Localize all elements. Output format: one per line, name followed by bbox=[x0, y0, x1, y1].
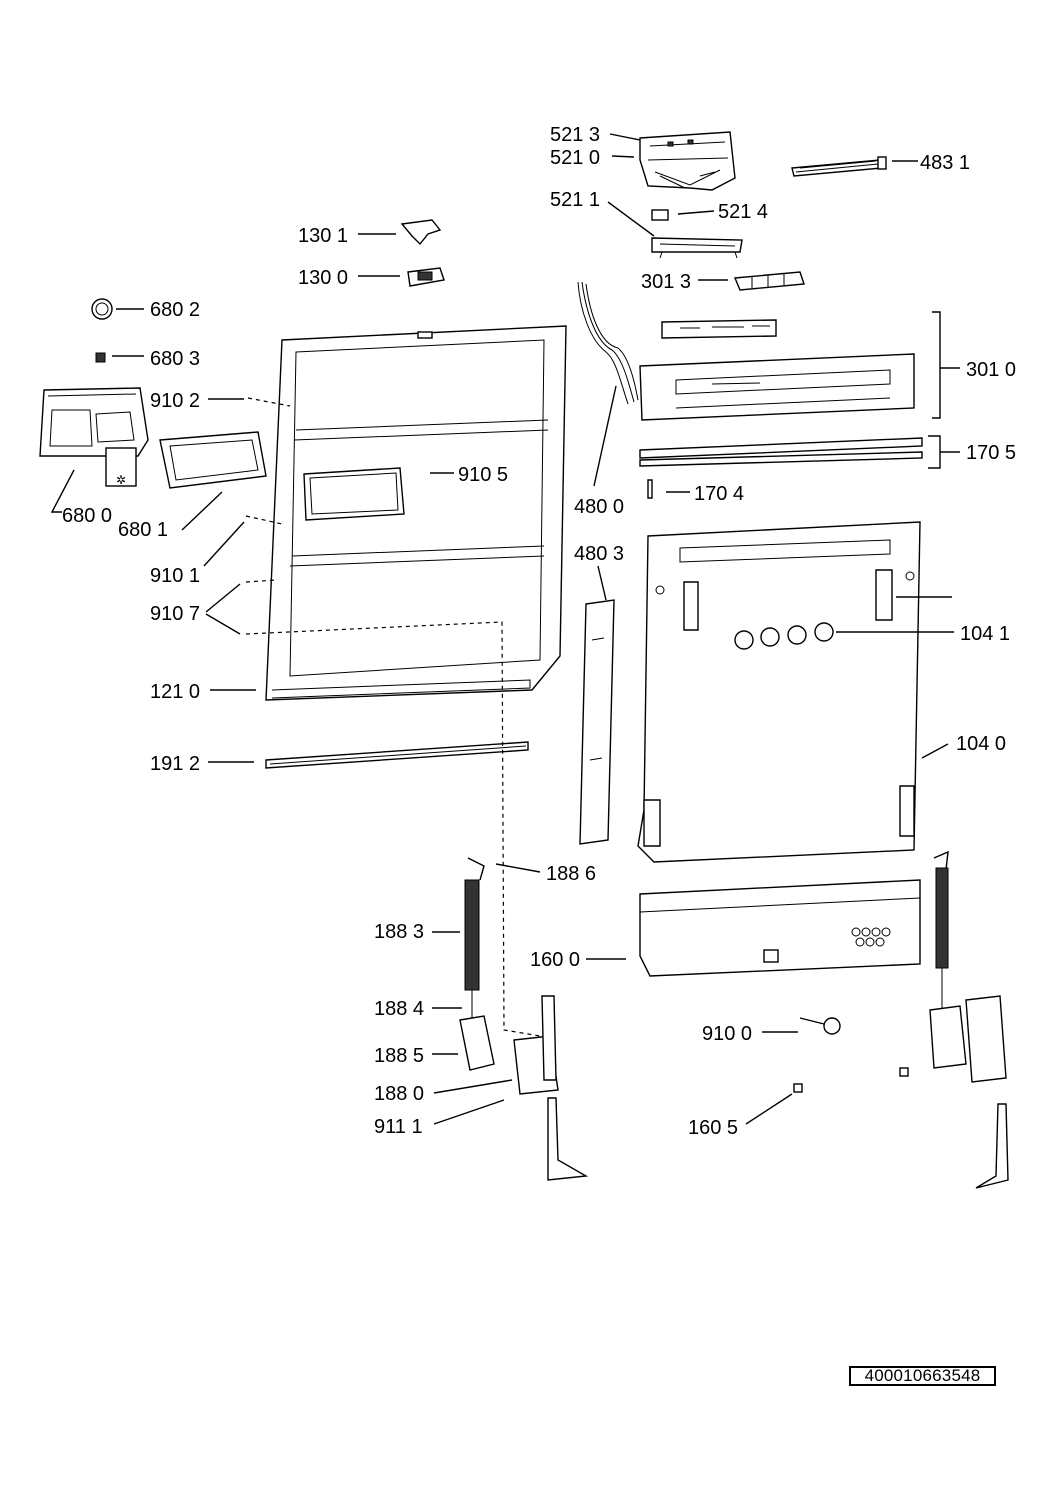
left-hinge-part bbox=[459, 995, 559, 1095]
button-set-part bbox=[733, 271, 805, 291]
right-foot-bracket-part bbox=[975, 1103, 1009, 1189]
label-121-0: 121 0 bbox=[150, 681, 200, 703]
trim-strip-part bbox=[639, 437, 923, 467]
label-191-2: 191 2 bbox=[150, 753, 200, 775]
screw-910-2-reference bbox=[247, 397, 291, 407]
label-160-5: 160 5 bbox=[688, 1117, 738, 1139]
dispenser-part: ✲ bbox=[39, 387, 149, 487]
small-clip-part bbox=[95, 352, 106, 363]
right-hinge-part bbox=[929, 995, 1007, 1083]
control-panel-part bbox=[639, 353, 915, 421]
wire-harness-part bbox=[791, 156, 887, 177]
label-104-1: 104 1 bbox=[960, 623, 1010, 645]
label-680-2: 680 2 bbox=[150, 299, 200, 321]
label-104-0: 104 0 bbox=[956, 733, 1006, 755]
knob-set-part bbox=[734, 622, 834, 650]
side-bracket-part bbox=[579, 599, 615, 845]
label-130-0: 130 0 bbox=[298, 267, 348, 289]
label-910-7: 910 7 bbox=[150, 603, 200, 625]
svg-text:✲: ✲ bbox=[116, 473, 126, 487]
label-521-3: 521 3 bbox=[550, 124, 600, 146]
label-160-0: 160 0 bbox=[530, 949, 580, 971]
control-board-part bbox=[651, 237, 743, 259]
left-spring-part bbox=[464, 857, 485, 1030]
label-680-3: 680 3 bbox=[150, 348, 200, 370]
inner-door-panel-part bbox=[265, 325, 567, 701]
label-170-5: 170 5 bbox=[966, 442, 1016, 464]
wire-set-part bbox=[577, 281, 639, 405]
label-910-2: 910 2 bbox=[150, 390, 200, 412]
door-bottom-strip-part bbox=[265, 741, 529, 769]
label-480-3: 480 3 bbox=[574, 543, 624, 565]
key-part bbox=[799, 1017, 841, 1035]
label-910-5: 910 5 bbox=[458, 464, 508, 486]
bottom-cover-part bbox=[639, 879, 921, 977]
screw-910-7a-reference bbox=[245, 579, 277, 583]
label-911-1: 911 1 bbox=[374, 1116, 423, 1138]
label-680-0: 680 0 bbox=[62, 505, 112, 527]
small-nut-part bbox=[793, 1067, 909, 1093]
label-301-0: 301 0 bbox=[966, 359, 1016, 381]
label-521-4: 521 4 bbox=[718, 201, 768, 223]
label-188-6: 188 6 bbox=[546, 863, 596, 885]
label-130-1: 130 1 bbox=[298, 225, 348, 247]
part-number-labels: 521 3 521 0 483 1 521 1 521 4 130 1 130 … bbox=[62, 124, 1016, 1139]
connector-part bbox=[651, 209, 669, 221]
electronic-module-part bbox=[639, 131, 736, 191]
label-480-0: 480 0 bbox=[574, 496, 624, 518]
hinge-bracket-part bbox=[407, 267, 445, 287]
dispenser-gasket-part bbox=[159, 431, 267, 489]
label-521-0: 521 0 bbox=[550, 147, 600, 169]
label-188-0: 188 0 bbox=[374, 1083, 424, 1105]
outer-door-panel-part bbox=[637, 521, 921, 863]
label-170-4: 170 4 bbox=[694, 483, 744, 505]
label-188-4: 188 4 bbox=[374, 998, 424, 1020]
left-foot-bracket-part bbox=[547, 1097, 589, 1181]
control-panel-insert-part bbox=[661, 319, 777, 339]
label-910-0: 910 0 bbox=[702, 1023, 752, 1045]
leader-lines bbox=[50, 133, 960, 1125]
label-910-1: 910 1 bbox=[150, 565, 200, 587]
label-483-1: 483 1 bbox=[920, 152, 970, 174]
hinge-bracket-small-part bbox=[400, 219, 442, 246]
screw-part bbox=[647, 479, 653, 499]
document-number-box: 400010663548 bbox=[849, 1366, 996, 1386]
right-spring-part bbox=[933, 850, 949, 1010]
screw-910-7b-reference bbox=[245, 621, 541, 1037]
label-521-1: 521 1 bbox=[550, 189, 600, 211]
label-301-3: 301 3 bbox=[641, 271, 691, 293]
label-680-1: 680 1 bbox=[118, 519, 168, 541]
seal-ring-part bbox=[91, 298, 113, 320]
label-188-3: 188 3 bbox=[374, 921, 424, 943]
screw-910-1-reference bbox=[245, 515, 283, 525]
label-188-5: 188 5 bbox=[374, 1045, 424, 1067]
